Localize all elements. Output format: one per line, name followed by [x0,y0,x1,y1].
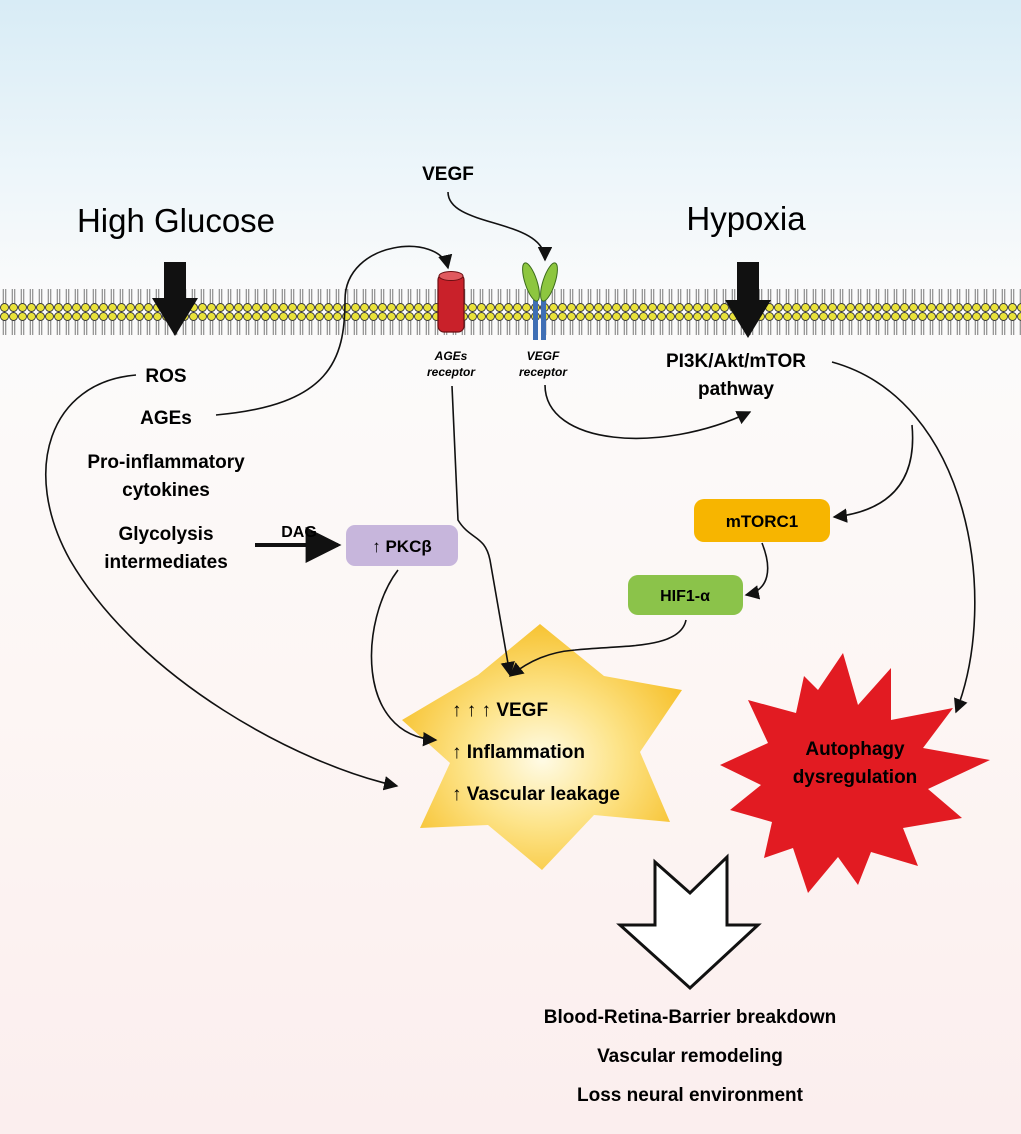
vegf-receptor-icon [522,262,558,340]
vegf-inflammation-star [402,624,682,870]
glycolysis-label: Glycolysis [118,524,213,545]
intermediates-label: intermediates [104,552,228,573]
ages-label: AGEs [140,408,192,429]
mtorc1-to-hif1a-arrow [744,542,769,600]
hif1a-box [628,575,743,615]
star-leakage-text: ↑ Vascular leakage [452,784,620,805]
high-glucose-label: High Glucose [77,202,275,239]
outcome-loss-neural: Loss neural environment [577,1085,804,1106]
dag-label: DAG [281,524,317,541]
autophagy-burst [720,653,990,893]
pkc-to-star-arrow [370,569,438,747]
ages-receptor-icon [437,271,465,333]
pi3k-label: PI3K/Akt/mTOR [666,351,806,372]
mtorc1-text: mTORC1 [726,512,798,531]
pi3k-to-mtorc1-arrow [832,424,914,523]
ages-receptor-label-1: AGEs [434,349,468,363]
high-glucose-down-arrow [152,262,198,336]
hif1a-to-star-arrow [508,619,687,677]
mtorc1-box [694,499,830,542]
dysregulation-text: dysregulation [793,767,918,788]
vegf-receptor-label-1: VEGF [527,349,560,363]
vegf-top-label: VEGF [422,164,474,185]
ages-to-receptor-arrow [215,245,453,416]
pi3k-to-autophagy-arrow [831,361,976,714]
outcome-brb-breakdown: Blood-Retina-Barrier breakdown [544,1007,836,1028]
pathway-label: pathway [698,379,774,400]
ros-to-star-arrow [45,374,399,791]
outcome-hollow-arrow [616,853,762,991]
ages-receptor-to-star-arrow [451,385,515,677]
hypoxia-down-arrow [725,262,771,338]
cytokines-label: cytokines [122,480,210,501]
pkc-text: ↑ PKCβ [372,537,432,556]
vegf-to-receptor-arrow [447,191,553,262]
ros-label: ROS [145,366,186,387]
pro-inflammatory-label: Pro-inflammatory [87,452,245,473]
vegf-receptor-label-2: receptor [519,365,568,379]
star-inflammation-text: ↑ Inflammation [452,742,585,763]
outcome-vascular-remodeling: Vascular remodeling [597,1046,783,1067]
vegf-receptor-to-pi3k-arrow [544,384,752,440]
star-vegf-text: ↑ ↑ ↑ VEGF [452,700,548,721]
hif1a-text: HIF1-α [660,588,710,605]
autophagy-text: Autophagy [805,739,905,760]
pkc-box [346,525,458,566]
ages-receptor-label-2: receptor [427,365,476,379]
cell-membrane [0,285,1021,337]
hypoxia-label: Hypoxia [686,200,806,237]
